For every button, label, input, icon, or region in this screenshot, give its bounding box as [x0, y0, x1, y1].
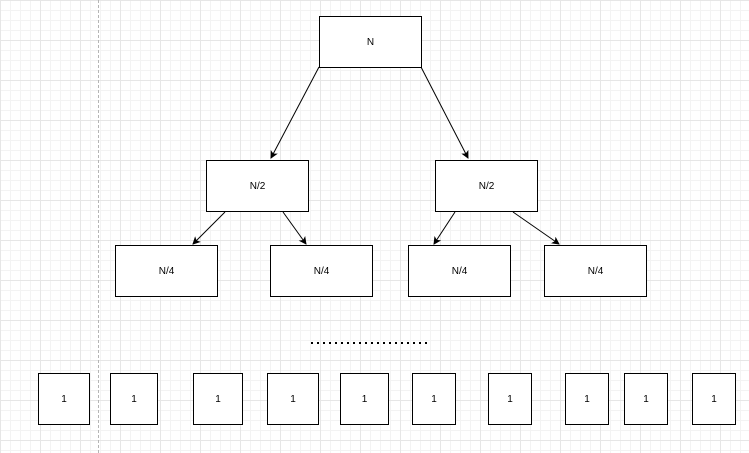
- node-label: N/2: [249, 180, 266, 192]
- node-label: 1: [431, 393, 437, 405]
- edge-right-left: [433, 211, 456, 245]
- node-label: 1: [584, 393, 590, 405]
- node-label: N/4: [587, 265, 604, 277]
- leaf-node-8[interactable]: 1: [565, 373, 609, 425]
- node-level1-right[interactable]: N/2: [435, 160, 538, 212]
- leaf-node-5[interactable]: 1: [340, 373, 389, 425]
- node-level2-1[interactable]: N/4: [115, 245, 218, 297]
- node-label: 1: [507, 393, 513, 405]
- node-label: N/4: [158, 265, 175, 277]
- node-label: 1: [290, 393, 296, 405]
- leaf-node-9[interactable]: 1: [624, 373, 668, 425]
- node-label: 1: [131, 393, 137, 405]
- node-level2-3[interactable]: N/4: [408, 245, 511, 297]
- leaf-node-6[interactable]: 1: [412, 373, 456, 425]
- node-label: N/2: [478, 180, 495, 192]
- node-root[interactable]: N: [319, 16, 422, 68]
- node-label: N/4: [313, 265, 330, 277]
- node-level2-2[interactable]: N/4: [270, 245, 373, 297]
- edge-root-left: [270, 66, 320, 159]
- node-label: 1: [61, 393, 67, 405]
- node-label: 1: [643, 393, 649, 405]
- node-level2-4[interactable]: N/4: [544, 245, 647, 297]
- edge-right-right: [512, 211, 560, 245]
- node-label: N: [366, 36, 375, 48]
- node-label: 1: [215, 393, 221, 405]
- node-label: 1: [361, 393, 368, 405]
- edge-left-left: [192, 211, 226, 245]
- leaf-node-2[interactable]: 1: [110, 373, 158, 425]
- leaf-node-10[interactable]: 1: [692, 373, 736, 425]
- edge-left-right: [282, 211, 307, 245]
- leaf-node-3[interactable]: 1: [193, 373, 243, 425]
- node-label: N/4: [451, 265, 468, 277]
- edge-root-right: [420, 66, 469, 159]
- leaf-node-7[interactable]: 1: [488, 373, 532, 425]
- leaf-node-4[interactable]: 1: [267, 373, 319, 425]
- page-break-guide: [98, 0, 99, 453]
- node-label: 1: [711, 393, 717, 405]
- node-level1-left[interactable]: N/2: [206, 160, 309, 212]
- leaf-node-1[interactable]: 1: [38, 373, 90, 425]
